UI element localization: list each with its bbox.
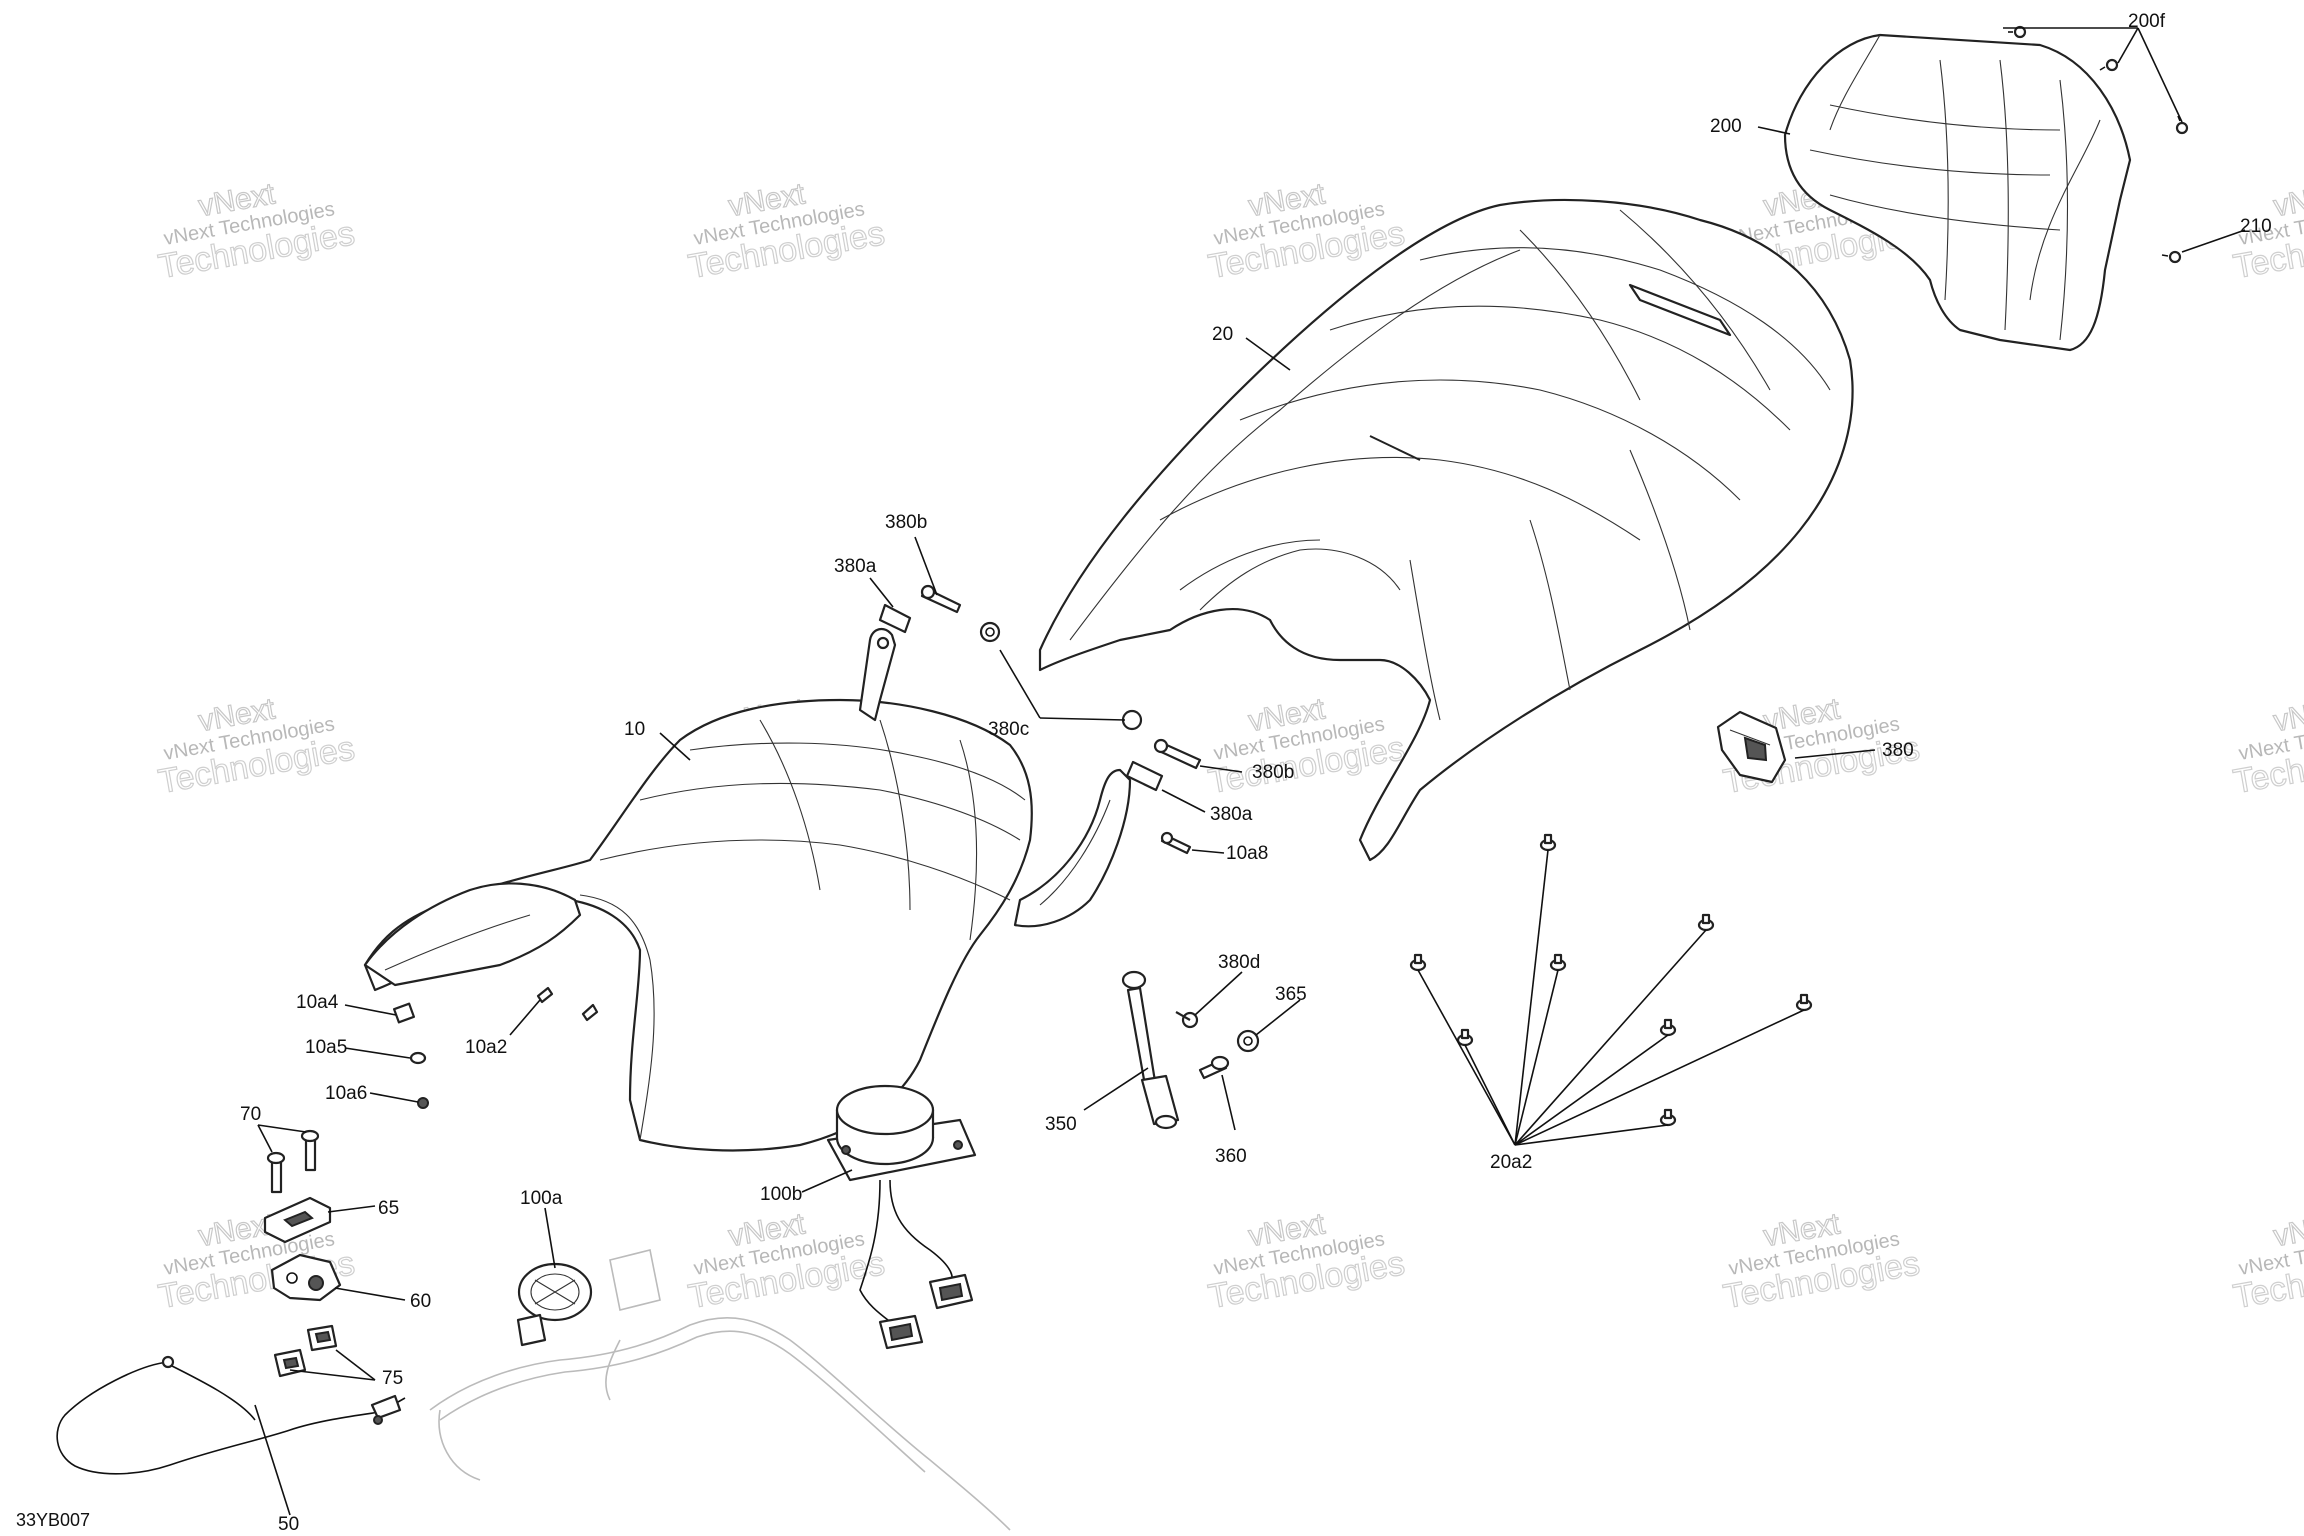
callout-10a4: 10a4 xyxy=(296,992,339,1013)
callout-65: 65 xyxy=(378,1198,399,1219)
leader-lines xyxy=(254,27,2246,1516)
bolt-70-a[interactable] xyxy=(266,1151,286,1194)
callout-labels: 200f 200 210 20 380b 380a 380c 10 380b 3… xyxy=(16,11,2272,1535)
callout-380c: 380c xyxy=(988,719,1029,740)
callout-380d: 380d xyxy=(1218,952,1260,973)
nut-365[interactable] xyxy=(1236,1029,1260,1053)
bolt-380b-mid[interactable] xyxy=(1153,738,1202,770)
callout-380b-mid: 380b xyxy=(1252,762,1294,783)
callout-60: 60 xyxy=(410,1291,431,1312)
callout-380b-top: 380b xyxy=(885,512,927,533)
connector-100a[interactable] xyxy=(516,1262,593,1347)
front-seat-part-10[interactable] xyxy=(363,698,1033,1152)
watermark: vNext vNext Technologies Technologies xyxy=(155,692,358,802)
washer-10a5[interactable] xyxy=(409,1051,427,1065)
callout-70: 70 xyxy=(240,1104,261,1125)
watermark: vNext vNext Technologies Technologies xyxy=(1205,692,1408,802)
callout-10a5: 10a5 xyxy=(305,1037,347,1058)
diagram-code: 33YB007 xyxy=(16,1510,90,1530)
nut-10a6[interactable] xyxy=(417,1097,429,1109)
callout-20a2: 20a2 xyxy=(1490,1152,1532,1173)
fastener-20a2-5[interactable] xyxy=(1456,1028,1474,1047)
spacer-380a-mid[interactable] xyxy=(1125,760,1164,792)
pin-360[interactable] xyxy=(1198,1055,1230,1080)
fastener-20a2-4[interactable] xyxy=(1697,913,1715,932)
release-cable-50[interactable] xyxy=(56,1355,406,1475)
callout-100b: 100b xyxy=(760,1184,802,1205)
watermark: vNext vNext Technologies Technologies xyxy=(685,177,888,287)
spacer-380a-top[interactable] xyxy=(878,603,912,634)
seat-bracket[interactable] xyxy=(858,627,897,722)
callout-350: 350 xyxy=(1045,1114,1077,1135)
callout-10a8: 10a8 xyxy=(1226,843,1268,864)
callout-20: 20 xyxy=(1212,324,1233,345)
fastener-20a2-3[interactable] xyxy=(1549,953,1567,972)
latch-60[interactable] xyxy=(270,1253,342,1302)
fastener-20a2-6[interactable] xyxy=(1659,1018,1677,1037)
watermark: vNext vNext Technologies Technologies xyxy=(1205,1207,1408,1317)
watermark: vNext vNext Technologies Technologies xyxy=(1205,177,1408,287)
screw-200f-b[interactable] xyxy=(2099,58,2119,72)
backrest-part-200[interactable] xyxy=(1783,33,2132,352)
bolt-380d[interactable] xyxy=(1175,1011,1199,1029)
callout-380: 380 xyxy=(1882,740,1914,761)
callout-365: 365 xyxy=(1275,984,1307,1005)
rear-seat-part-20[interactable] xyxy=(1038,198,1854,862)
callout-380a-mid: 380a xyxy=(1210,804,1253,825)
screw-210[interactable] xyxy=(2161,250,2182,264)
callout-75: 75 xyxy=(382,1368,403,1389)
wiring-harness-ghost xyxy=(429,1249,1011,1531)
screw-10a2-a[interactable] xyxy=(536,986,554,1004)
speaker-100b[interactable] xyxy=(826,1084,977,1350)
callout-210: 210 xyxy=(2240,216,2272,237)
watermark: vNext vNext Technologies Technologies xyxy=(2230,1207,2304,1317)
watermark: vNext vNext Technologies Technologies xyxy=(685,1207,888,1317)
callout-200f: 200f xyxy=(2128,11,2166,32)
fastener-20a2-8[interactable] xyxy=(1659,1108,1677,1127)
bracket-65[interactable] xyxy=(263,1196,332,1244)
callout-10a6: 10a6 xyxy=(325,1083,367,1104)
fastener-20a2-7[interactable] xyxy=(1795,993,1813,1012)
bolt-70-b[interactable] xyxy=(300,1129,320,1172)
screw-200f-a[interactable] xyxy=(2008,25,2027,39)
fastener-20a2-2[interactable] xyxy=(1409,953,1427,972)
clip-10a4[interactable] xyxy=(392,1002,416,1024)
callout-10: 10 xyxy=(624,719,645,740)
callout-200: 200 xyxy=(1710,116,1742,137)
lock-assembly-380[interactable] xyxy=(1716,710,1787,784)
nut-380c-top[interactable] xyxy=(979,621,1001,643)
clip-75-b[interactable] xyxy=(306,1324,338,1352)
clip-75-a[interactable] xyxy=(273,1348,307,1378)
callout-100a: 100a xyxy=(520,1188,563,1209)
callout-50: 50 xyxy=(278,1514,299,1535)
screw-200f-c[interactable] xyxy=(2175,115,2189,135)
callout-380a-top: 380a xyxy=(834,556,877,577)
callout-10a2: 10a2 xyxy=(465,1037,507,1058)
grab-handle[interactable] xyxy=(1013,768,1132,928)
gas-strut-350[interactable] xyxy=(1121,970,1180,1130)
watermark: vNext vNext Technologies Technologies xyxy=(155,177,358,287)
callout-360: 360 xyxy=(1215,1146,1247,1167)
nut-380c[interactable] xyxy=(1121,709,1143,731)
watermark: vNext vNext Technologies Technologies xyxy=(1720,1207,1923,1317)
watermark: vNext vNext Technologies Technologies xyxy=(2230,692,2304,802)
screw-10a2-b[interactable] xyxy=(581,1003,599,1022)
fastener-20a2-1[interactable] xyxy=(1539,833,1557,852)
bolt-380b-top[interactable] xyxy=(920,584,962,614)
bolt-10a8[interactable] xyxy=(1160,831,1192,855)
